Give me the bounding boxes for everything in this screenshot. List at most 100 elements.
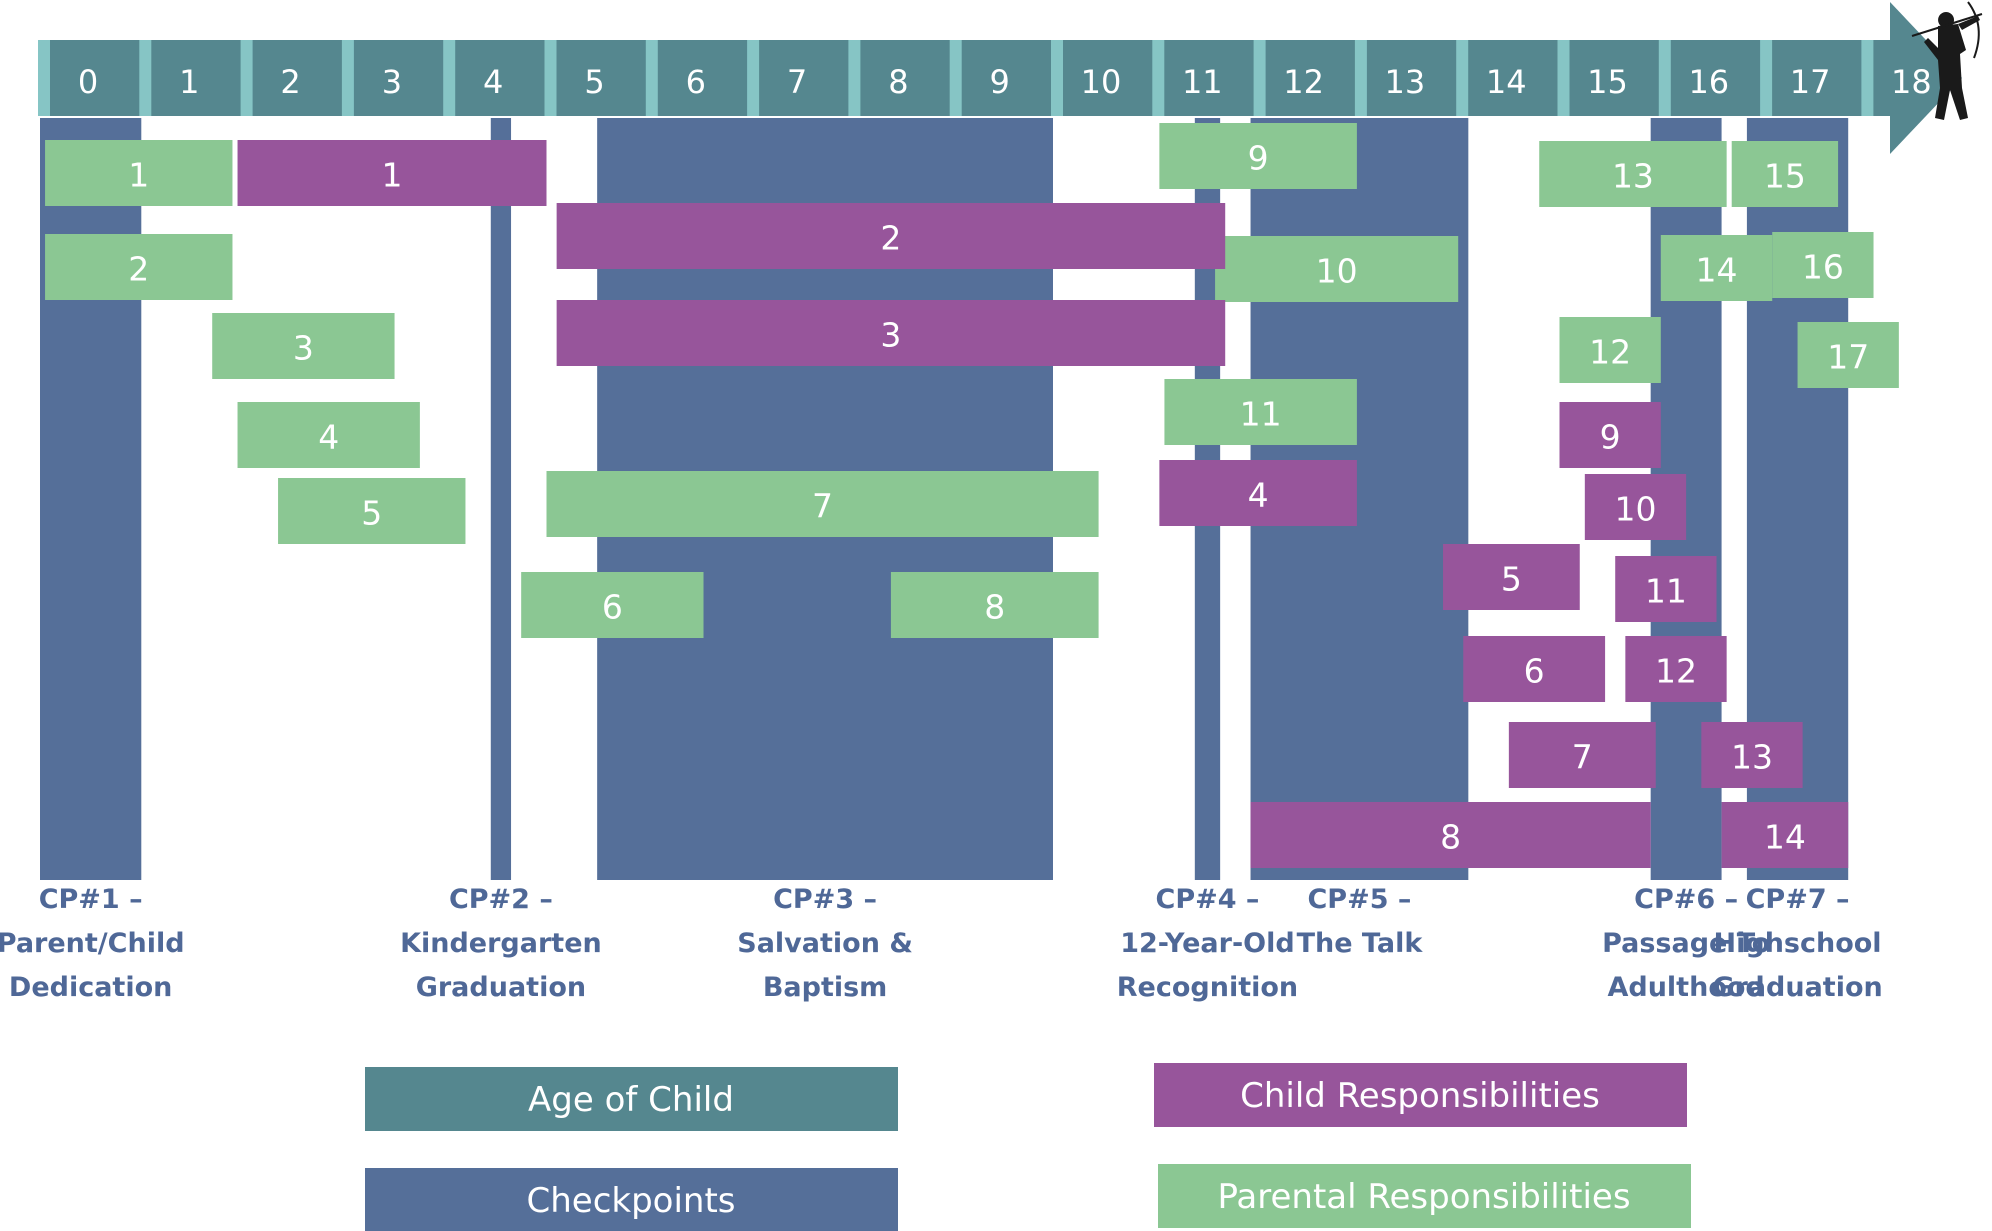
parental-bar-label: 6 — [602, 588, 623, 627]
parental-bar-label: 8 — [984, 588, 1005, 627]
parental-bar-label: 9 — [1248, 139, 1269, 178]
age-separator — [443, 40, 456, 116]
age-tick-11: 11 — [1182, 63, 1223, 101]
age-separator — [1456, 40, 1469, 116]
parental-bar-3: 3 — [212, 313, 395, 379]
child-bar-label: 2 — [880, 219, 901, 258]
checkpoint-column-2 — [490, 118, 512, 880]
checkpoint-label-3: CP#3 –Salvation &Baptism — [737, 884, 913, 1003]
child-bar-rect — [1443, 544, 1580, 610]
age-separator — [139, 40, 152, 116]
parental-bar-9: 9 — [1159, 123, 1357, 189]
legend-parental-swatch — [1158, 1164, 1691, 1228]
child-bar-12: 12 — [1625, 636, 1727, 702]
child-bar-label: 5 — [1501, 560, 1522, 599]
parental-bar-label: 16 — [1802, 248, 1844, 287]
parental-bar-rect — [1797, 322, 1899, 388]
child-bar-label: 4 — [1248, 476, 1269, 515]
child-bar-rect — [1250, 802, 1651, 868]
age-separator — [1253, 40, 1266, 116]
age-separator — [645, 40, 658, 116]
child-bar-rect — [1159, 460, 1357, 526]
parental-bar-10: 10 — [1215, 236, 1459, 302]
age-tick-9: 9 — [990, 63, 1010, 101]
parental-bar-rect — [1660, 235, 1773, 301]
legend-checkpoints-label: Checkpoints — [526, 1181, 735, 1221]
parental-bar-14: 14 — [1660, 235, 1773, 301]
age-separator — [1760, 40, 1773, 116]
child-bar-1: 1 — [237, 140, 547, 206]
child-bar-rect — [1721, 802, 1849, 868]
child-bar-rect — [556, 203, 1226, 269]
child-bar-13: 13 — [1701, 722, 1803, 788]
age-tick-15: 15 — [1587, 63, 1628, 101]
parental-bar-label: 2 — [128, 250, 149, 289]
age-separator — [240, 40, 253, 116]
age-tick-2: 2 — [280, 63, 300, 101]
parental-bar-13: 13 — [1539, 141, 1727, 207]
parental-bar-rect — [1559, 317, 1661, 383]
parental-bar-rect — [212, 313, 395, 379]
age-separator — [949, 40, 962, 116]
parental-bar-label: 13 — [1612, 157, 1654, 196]
parental-bar-4: 4 — [237, 402, 420, 468]
parental-bar-label: 10 — [1316, 252, 1358, 291]
age-tick-10: 10 — [1081, 63, 1122, 101]
age-tick-13: 13 — [1385, 63, 1426, 101]
parental-bar-rect — [1772, 232, 1874, 298]
child-bar-2: 2 — [556, 203, 1226, 269]
child-bar-rect — [1463, 636, 1606, 702]
child-bar-9: 9 — [1559, 402, 1661, 468]
age-separator — [848, 40, 861, 116]
checkpoint-column-1 — [40, 118, 142, 880]
child-bar-7: 7 — [1508, 722, 1656, 788]
age-tick-7: 7 — [787, 63, 807, 101]
parental-bar-label: 14 — [1696, 251, 1738, 290]
parental-bar-rect — [237, 402, 420, 468]
parental-bar-16: 16 — [1772, 232, 1874, 298]
child-bar-5: 5 — [1443, 544, 1580, 610]
child-bar-3: 3 — [556, 300, 1226, 366]
child-bar-6: 6 — [1463, 636, 1606, 702]
age-tick-17: 17 — [1790, 63, 1831, 101]
child-bar-rect — [1584, 474, 1687, 540]
age-tick-14: 14 — [1486, 63, 1527, 101]
parental-bar-label: 3 — [293, 329, 314, 368]
parental-bar-label: 12 — [1589, 333, 1631, 372]
parental-bar-7: 7 — [546, 471, 1099, 537]
legend-age-of-child: Age of Child — [365, 1067, 898, 1131]
checkpoint-label-5: CP#5 –The Talk — [1297, 884, 1424, 959]
age-separator — [1051, 40, 1063, 116]
child-bar-rect — [556, 300, 1226, 366]
parental-bar-rect — [521, 572, 704, 638]
parental-bar-6: 6 — [521, 572, 704, 638]
parental-bar-label: 17 — [1827, 338, 1869, 377]
age-tick-8: 8 — [888, 63, 908, 101]
age-tick-18: 18 — [1891, 63, 1932, 101]
age-tick-0: 0 — [78, 63, 98, 101]
child-bar-rect — [1701, 722, 1803, 788]
legend-age-label: Age of Child — [528, 1080, 734, 1120]
age-tick-6: 6 — [686, 63, 706, 101]
parental-bar-rect — [890, 572, 1099, 638]
child-bar-label: 1 — [382, 156, 403, 195]
child-bar-rect — [1615, 556, 1717, 622]
child-bar-rect — [1625, 636, 1727, 702]
child-bar-label: 12 — [1655, 652, 1697, 691]
legend-child-responsibilities: Child Responsibilities — [1154, 1063, 1687, 1127]
parental-bar-rect — [278, 478, 466, 544]
age-separator — [1354, 40, 1367, 116]
child-bar-rect — [1559, 402, 1661, 468]
age-tick-1: 1 — [179, 63, 199, 101]
parental-bar-rect — [1215, 236, 1459, 302]
age-tick-3: 3 — [382, 63, 402, 101]
age-tick-12: 12 — [1283, 63, 1324, 101]
legend-child-swatch — [1154, 1063, 1687, 1127]
